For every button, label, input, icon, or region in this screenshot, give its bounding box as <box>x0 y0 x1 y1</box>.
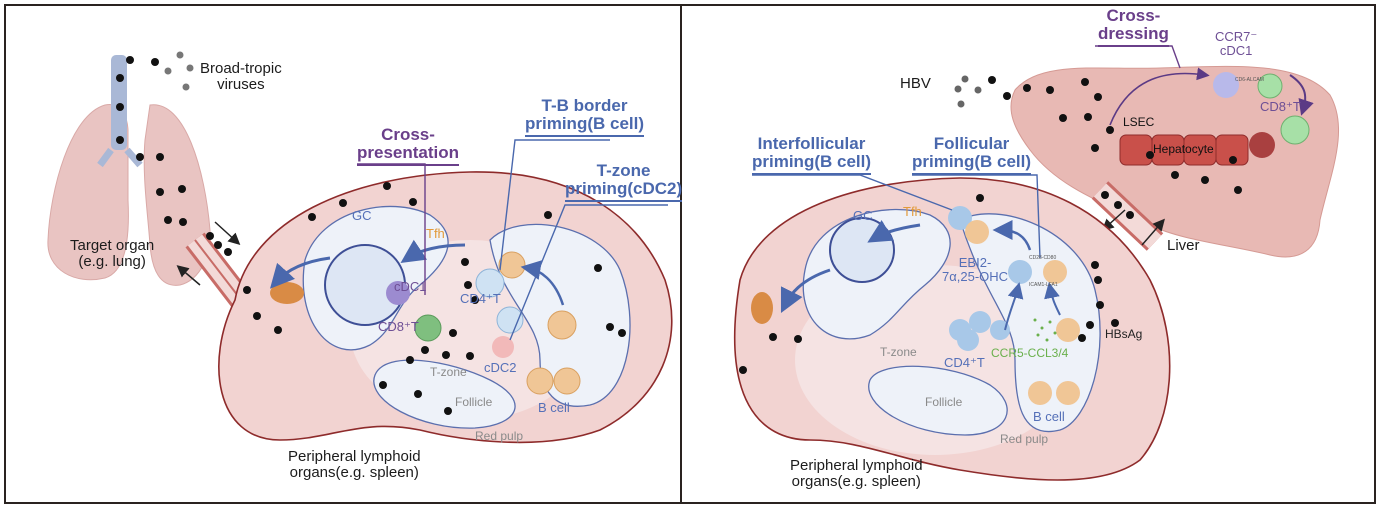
arrow-cd8t <box>1289 74 1314 116</box>
arrow-gc-out <box>269 256 331 289</box>
figure-frame <box>4 4 1376 504</box>
b-cell <box>498 251 526 279</box>
label-cdc1-left: cDC1 <box>394 279 427 294</box>
panel-divider <box>680 4 682 504</box>
cdc1-cell <box>386 281 410 305</box>
label-red-pulp-right: Red pulp <box>1000 432 1049 446</box>
label-hepatocyte: Hepatocyte <box>1153 142 1214 156</box>
arrow-tfh-right <box>867 219 921 243</box>
cd4t-cell-2 <box>496 306 524 334</box>
label-cd8t-right: CD8⁺T <box>1260 99 1301 114</box>
leader-tzone <box>509 204 668 341</box>
b-cell-r2 <box>1056 381 1080 405</box>
virus-particles-right <box>739 76 1242 374</box>
leader-tb-border <box>499 139 610 271</box>
b-cell-r1 <box>1028 381 1052 405</box>
b-cell-3 <box>526 367 554 395</box>
arrow-liver-out <box>1101 209 1126 232</box>
ccr7-cdc1-cell <box>1213 72 1239 98</box>
cdc2-cell <box>492 336 514 358</box>
left-panel <box>47 51 673 444</box>
label-follicle-left: Follicle <box>455 395 493 409</box>
heading-cross-presentation: Cross- presentation <box>357 126 460 166</box>
target-organ-label: Target organ (e.g. lung) <box>70 237 155 270</box>
arrow-bcell-up <box>1044 282 1061 316</box>
arrow-tfh <box>400 239 466 263</box>
arrow-cross-dressing <box>1109 67 1210 126</box>
cd4t-cluster-2 <box>969 311 991 333</box>
label-cd28-cd80: CD28-CD80 <box>1029 255 1057 261</box>
right-panel <box>733 45 1340 481</box>
plasma-cell <box>270 282 304 304</box>
label-ebi2: EBI2- 7α,25-OHC <box>942 255 1009 284</box>
cd8t-cell <box>414 314 442 342</box>
label-cd6-alcam: CD6-ALCAM <box>1235 77 1264 83</box>
broad-tropic-viruses-label: Broad-tropic viruses <box>200 60 282 93</box>
label-cdc2-left: cDC2 <box>484 360 517 375</box>
arrow-to-organ <box>176 265 201 286</box>
organ-label-right: Peripheral lymphoid organs(e.g. spleen) <box>790 457 923 490</box>
follicle-lower-right <box>868 365 1008 436</box>
liver-label: Liver <box>1167 237 1200 254</box>
cd8t-liver-cell-2 <box>1280 115 1310 145</box>
arrow-gc-out-right <box>780 268 831 314</box>
label-hbsag: HBsAg <box>1105 327 1143 341</box>
hepatocyte-row <box>1119 134 1249 166</box>
label-cd8t-left: CD8⁺T <box>378 319 419 334</box>
organ-label-left: Peripheral lymphoid organs(e.g. spleen) <box>288 448 421 481</box>
lung-illustration <box>47 55 211 286</box>
heading-tzone: T-zone priming(cDC2) <box>565 162 683 202</box>
label-tzone-right: T-zone <box>880 345 917 359</box>
arrow-synapse <box>992 220 1032 251</box>
label-cd4t-left: CD4⁺T <box>460 291 501 306</box>
heading-cross-dressing: Cross- dressing <box>1098 7 1169 47</box>
arrow-cd4t-up <box>1004 282 1024 331</box>
cd8t-liver-cell <box>1257 73 1283 99</box>
b-cell-ebi2 <box>965 220 989 244</box>
cd4t-cluster-4 <box>990 320 1010 340</box>
cd4t-cell <box>475 268 505 298</box>
follicle-lower <box>373 359 516 429</box>
label-tfh-left: Tfh <box>426 226 445 241</box>
label-bcell-right: B cell <box>1033 409 1065 424</box>
label-lsec: LSEC <box>1123 115 1155 129</box>
plasma-cell-right <box>751 292 773 324</box>
leader-follicular <box>912 174 1041 259</box>
virus-particles <box>116 56 626 415</box>
cd4t-cluster-3 <box>957 329 979 351</box>
b-cell-synapse <box>1043 260 1067 284</box>
apoptotic-hepatocyte <box>1249 132 1275 158</box>
b-cell-4 <box>553 367 581 395</box>
label-red-pulp-left: Red pulp <box>475 429 524 443</box>
label-cd4t-right: CD4⁺T <box>944 355 985 370</box>
germinal-center-right <box>829 217 895 283</box>
label-tzone-left: T-zone <box>430 365 467 379</box>
arrow-bcell <box>520 260 565 306</box>
cd4t-synapse <box>1008 260 1032 284</box>
b-cell-2 <box>547 310 577 340</box>
arrow-liver-in <box>1141 218 1165 246</box>
arrow-to-spleen <box>214 221 241 246</box>
label-ccr7-cdc1: CCR7⁻ cDC1 <box>1215 29 1258 58</box>
heading-tb-border: T-B border priming(B cell) <box>525 97 645 137</box>
label-tfh-right: Tfh <box>903 204 922 219</box>
chemokine-dots <box>1033 318 1057 342</box>
heading-follicular: Follicular priming(B cell) <box>912 135 1032 175</box>
leader-cross-dressing <box>1095 45 1181 69</box>
hbv-label: HBV <box>900 75 931 92</box>
heading-interfollicular: Interfollicular priming(B cell) <box>752 135 872 175</box>
tfh-cell <box>948 206 972 230</box>
label-bcell-left: B cell <box>538 400 570 415</box>
label-gc-right: GC <box>853 208 873 223</box>
leader-interfollicular <box>752 174 953 211</box>
b-cell-hbsag <box>1056 318 1080 342</box>
label-ccr5-ccl3-4: CCR5-CCL3/4 <box>991 346 1069 360</box>
label-icam1-lfa1: ICAM1-LFA1 <box>1029 282 1058 288</box>
label-gc-left: GC <box>352 208 372 223</box>
label-follicle-right: Follicle <box>925 395 963 409</box>
